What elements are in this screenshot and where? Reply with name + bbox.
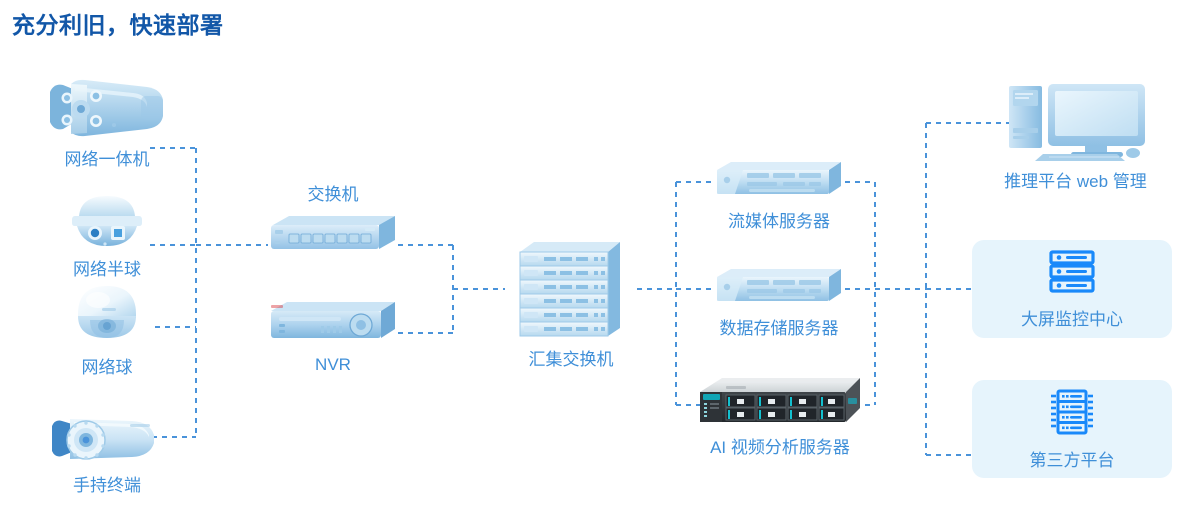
handheld-terminal-camera-icon xyxy=(32,414,182,471)
node-storage-server[interactable]: 数据存储服务器 xyxy=(690,265,868,339)
ptz-dome-camera-icon xyxy=(42,282,172,353)
rack-server-icon xyxy=(690,265,868,314)
node-switch[interactable]: 交换机 xyxy=(253,185,413,262)
node-streaming-server[interactable]: 流媒体服务器 xyxy=(690,158,868,232)
node-network-dome[interactable]: 网络半球 xyxy=(42,192,172,280)
rack-cabinet-icon xyxy=(1046,388,1098,436)
node-ai-analysis-server[interactable]: AI 视频分析服务器 xyxy=(684,372,876,458)
node-aggregation-switch[interactable]: 汇集交换机 xyxy=(489,238,653,370)
node-label: 汇集交换机 xyxy=(528,350,614,369)
nvr-recorder-icon xyxy=(253,297,413,350)
node-label: NVR xyxy=(315,355,351,374)
node-handheld-terminal[interactable]: 手持终端 xyxy=(32,414,182,496)
desktop-computer-icon xyxy=(968,80,1183,167)
network-switch-icon xyxy=(253,211,413,262)
node-label: 推理平台 web 管理 xyxy=(1004,172,1147,191)
server-stack-icon xyxy=(1047,249,1097,295)
node-label: 网络一体机 xyxy=(64,150,150,169)
card-monitoring-center[interactable]: 大屏监控中心 xyxy=(972,240,1172,338)
rack-server-icon xyxy=(690,158,868,207)
node-label: 交换机 xyxy=(307,185,359,204)
stacked-switch-icon xyxy=(489,238,653,345)
card-label: 大屏监控中心 xyxy=(1021,309,1123,329)
node-label: 网络半球 xyxy=(73,260,141,279)
node-network-ptz[interactable]: 网络球 xyxy=(42,282,172,378)
node-nvr[interactable]: NVR xyxy=(253,297,413,375)
card-label: 第三方平台 xyxy=(1029,450,1115,470)
node-label: AI 视频分析服务器 xyxy=(710,438,850,457)
card-third-party-platform[interactable]: 第三方平台 xyxy=(972,380,1172,478)
node-label: 流媒体服务器 xyxy=(728,212,830,231)
node-inference-web-management[interactable]: 推理平台 web 管理 xyxy=(968,80,1183,192)
ai-analysis-server-icon xyxy=(684,372,876,433)
node-network-allinone[interactable]: 网络一体机 xyxy=(32,78,182,170)
dome-camera-icon xyxy=(42,192,172,255)
page-title: 充分利旧，快速部署 xyxy=(12,12,224,38)
node-label: 数据存储服务器 xyxy=(719,319,839,338)
node-label: 网络球 xyxy=(81,358,133,377)
bullet-camera-icon xyxy=(32,78,182,145)
node-label: 手持终端 xyxy=(73,476,141,495)
